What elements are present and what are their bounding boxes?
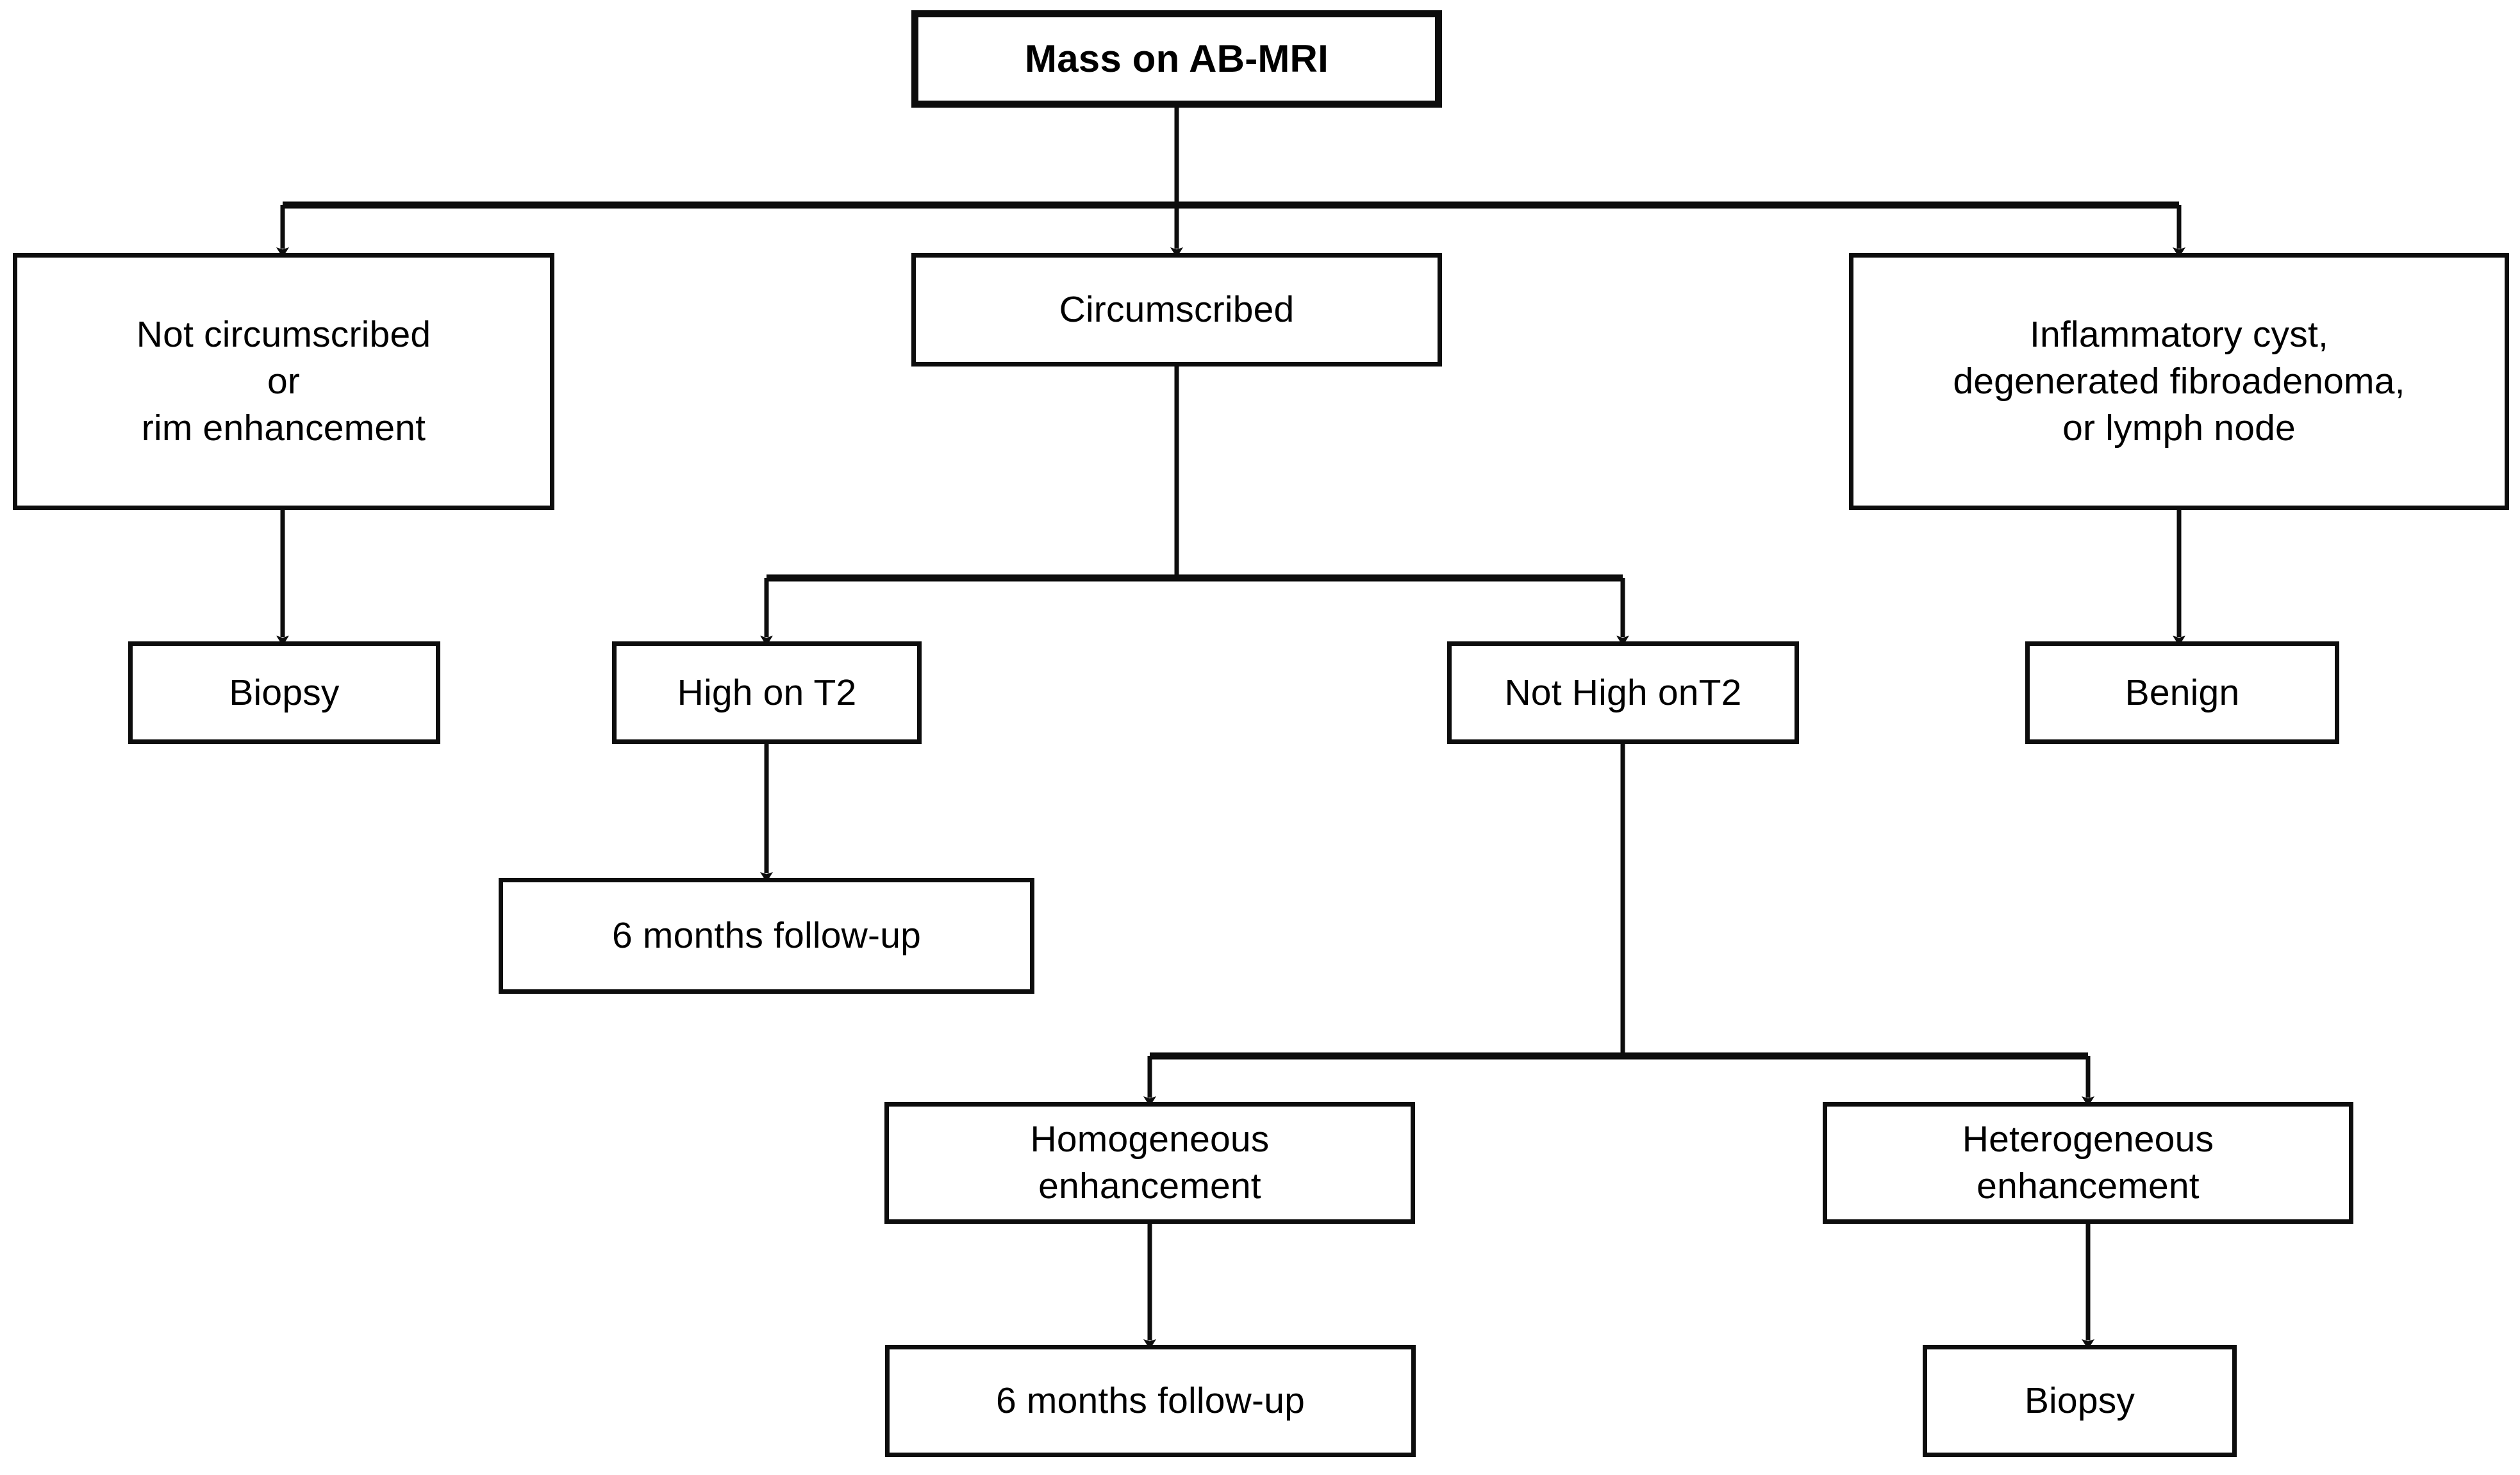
node-label: High on T2 bbox=[677, 672, 857, 713]
node-label: Not circumscribed or rim enhancement bbox=[136, 314, 431, 449]
node-label: 6 months follow-up bbox=[995, 1380, 1305, 1422]
node-high-on-t2[interactable]: High on T2 bbox=[612, 641, 922, 744]
node-followup-high-t2[interactable]: 6 months follow-up bbox=[499, 878, 1034, 994]
node-not-high-on-t2[interactable]: Not High onT2 bbox=[1447, 641, 1799, 744]
node-mass-on-ab-mri[interactable]: Mass on AB-MRI bbox=[911, 10, 1442, 108]
node-label: Not High onT2 bbox=[1504, 672, 1742, 713]
node-label: 6 months follow-up bbox=[611, 915, 921, 957]
node-label: Biopsy bbox=[229, 672, 340, 713]
node-biopsy-bottom[interactable]: Biopsy bbox=[1923, 1345, 2237, 1457]
node-biopsy-left[interactable]: Biopsy bbox=[128, 641, 440, 744]
node-homogeneous-enhancement[interactable]: Homogeneous enhancement bbox=[884, 1102, 1415, 1224]
node-not-circumscribed[interactable]: Not circumscribed or rim enhancement bbox=[13, 253, 554, 510]
node-label: Inflammatory cyst, degenerated fibroaden… bbox=[1953, 314, 2405, 449]
node-label: Heterogeneous enhancement bbox=[1962, 1119, 2214, 1207]
node-inflammatory-cyst[interactable]: Inflammatory cyst, degenerated fibroaden… bbox=[1849, 253, 2509, 510]
node-followup-homogeneous[interactable]: 6 months follow-up bbox=[885, 1345, 1416, 1457]
node-heterogeneous-enhancement[interactable]: Heterogeneous enhancement bbox=[1823, 1102, 2353, 1224]
node-label: Biopsy bbox=[2024, 1380, 2135, 1422]
node-label: Benign bbox=[2125, 672, 2240, 713]
node-label: Mass on AB-MRI bbox=[1025, 37, 1329, 80]
node-label: Homogeneous enhancement bbox=[1030, 1119, 1270, 1207]
node-label: Circumscribed bbox=[1059, 289, 1295, 331]
node-benign[interactable]: Benign bbox=[2025, 641, 2339, 744]
node-circumscribed[interactable]: Circumscribed bbox=[911, 253, 1442, 367]
